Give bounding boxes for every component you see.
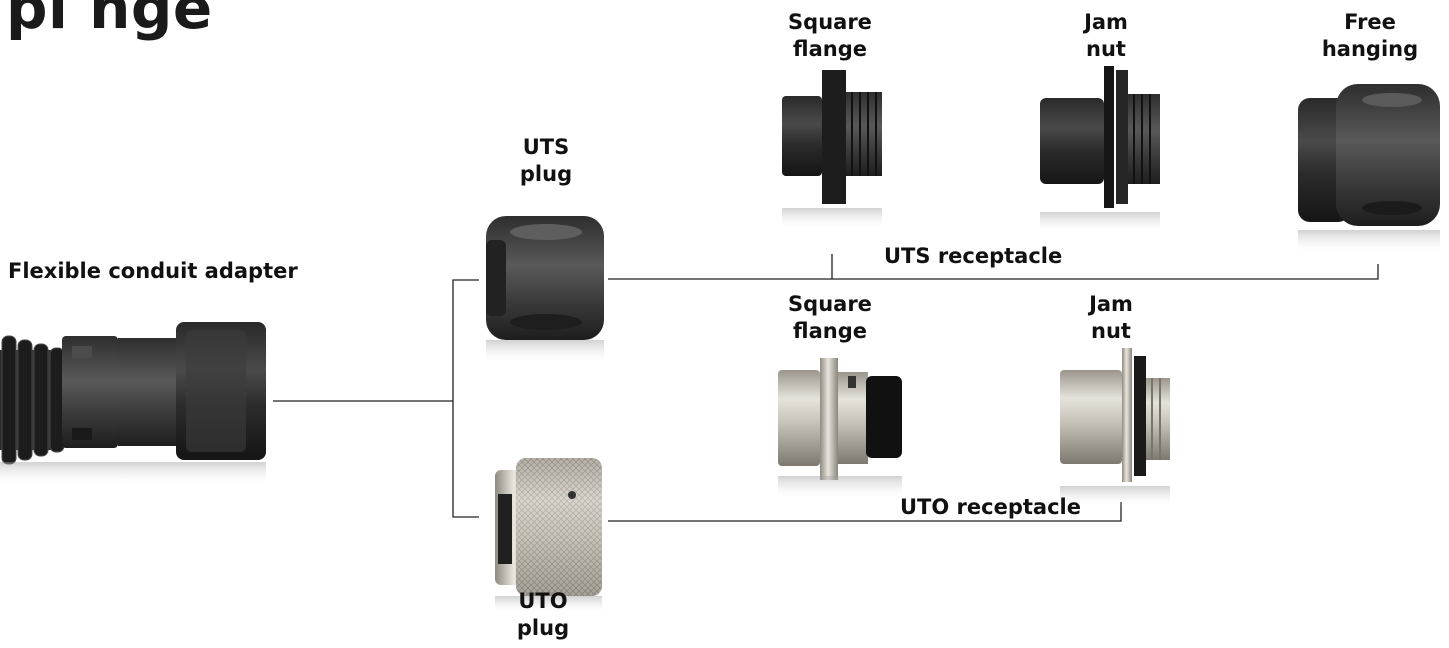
uto-receptacle-bracket-line [608,502,1122,522]
label-uts-plug: UTS plug [519,135,573,186]
uto-square-flange-image [778,358,902,500]
connector-lines [273,254,1379,522]
label-uts-free-hanging: Free hanging [1321,10,1419,61]
label-uto-plug: UTO plug [516,589,570,640]
uts-jam-nut-image [1040,66,1160,234]
label-uts-jam-nut: Jam nut [1084,10,1128,61]
label-uts-square-flange: Square flange [788,10,872,61]
branch-bracket-line [452,279,479,518]
uto-jam-nut-image [1060,348,1170,508]
label-uts-receptacle: UTS receptacle [884,244,1063,268]
label-flexible-conduit-adapter: Flexible conduit adapter [8,259,298,283]
label-uto-receptacle: UTO receptacle [900,495,1081,519]
label-uto-square-flange: Square flange [788,292,872,343]
page-title-fragment: pl nge [6,0,213,42]
uts-receptacle-bracket-line [608,254,1379,280]
uts-square-flange-image [782,70,882,230]
uts-free-hanging-image [1298,84,1440,254]
uts-plug-image [486,216,604,364]
label-uto-jam-nut: Jam nut [1089,292,1133,343]
uto-plug-image [495,458,602,614]
flexible-conduit-adapter-image [0,322,266,486]
